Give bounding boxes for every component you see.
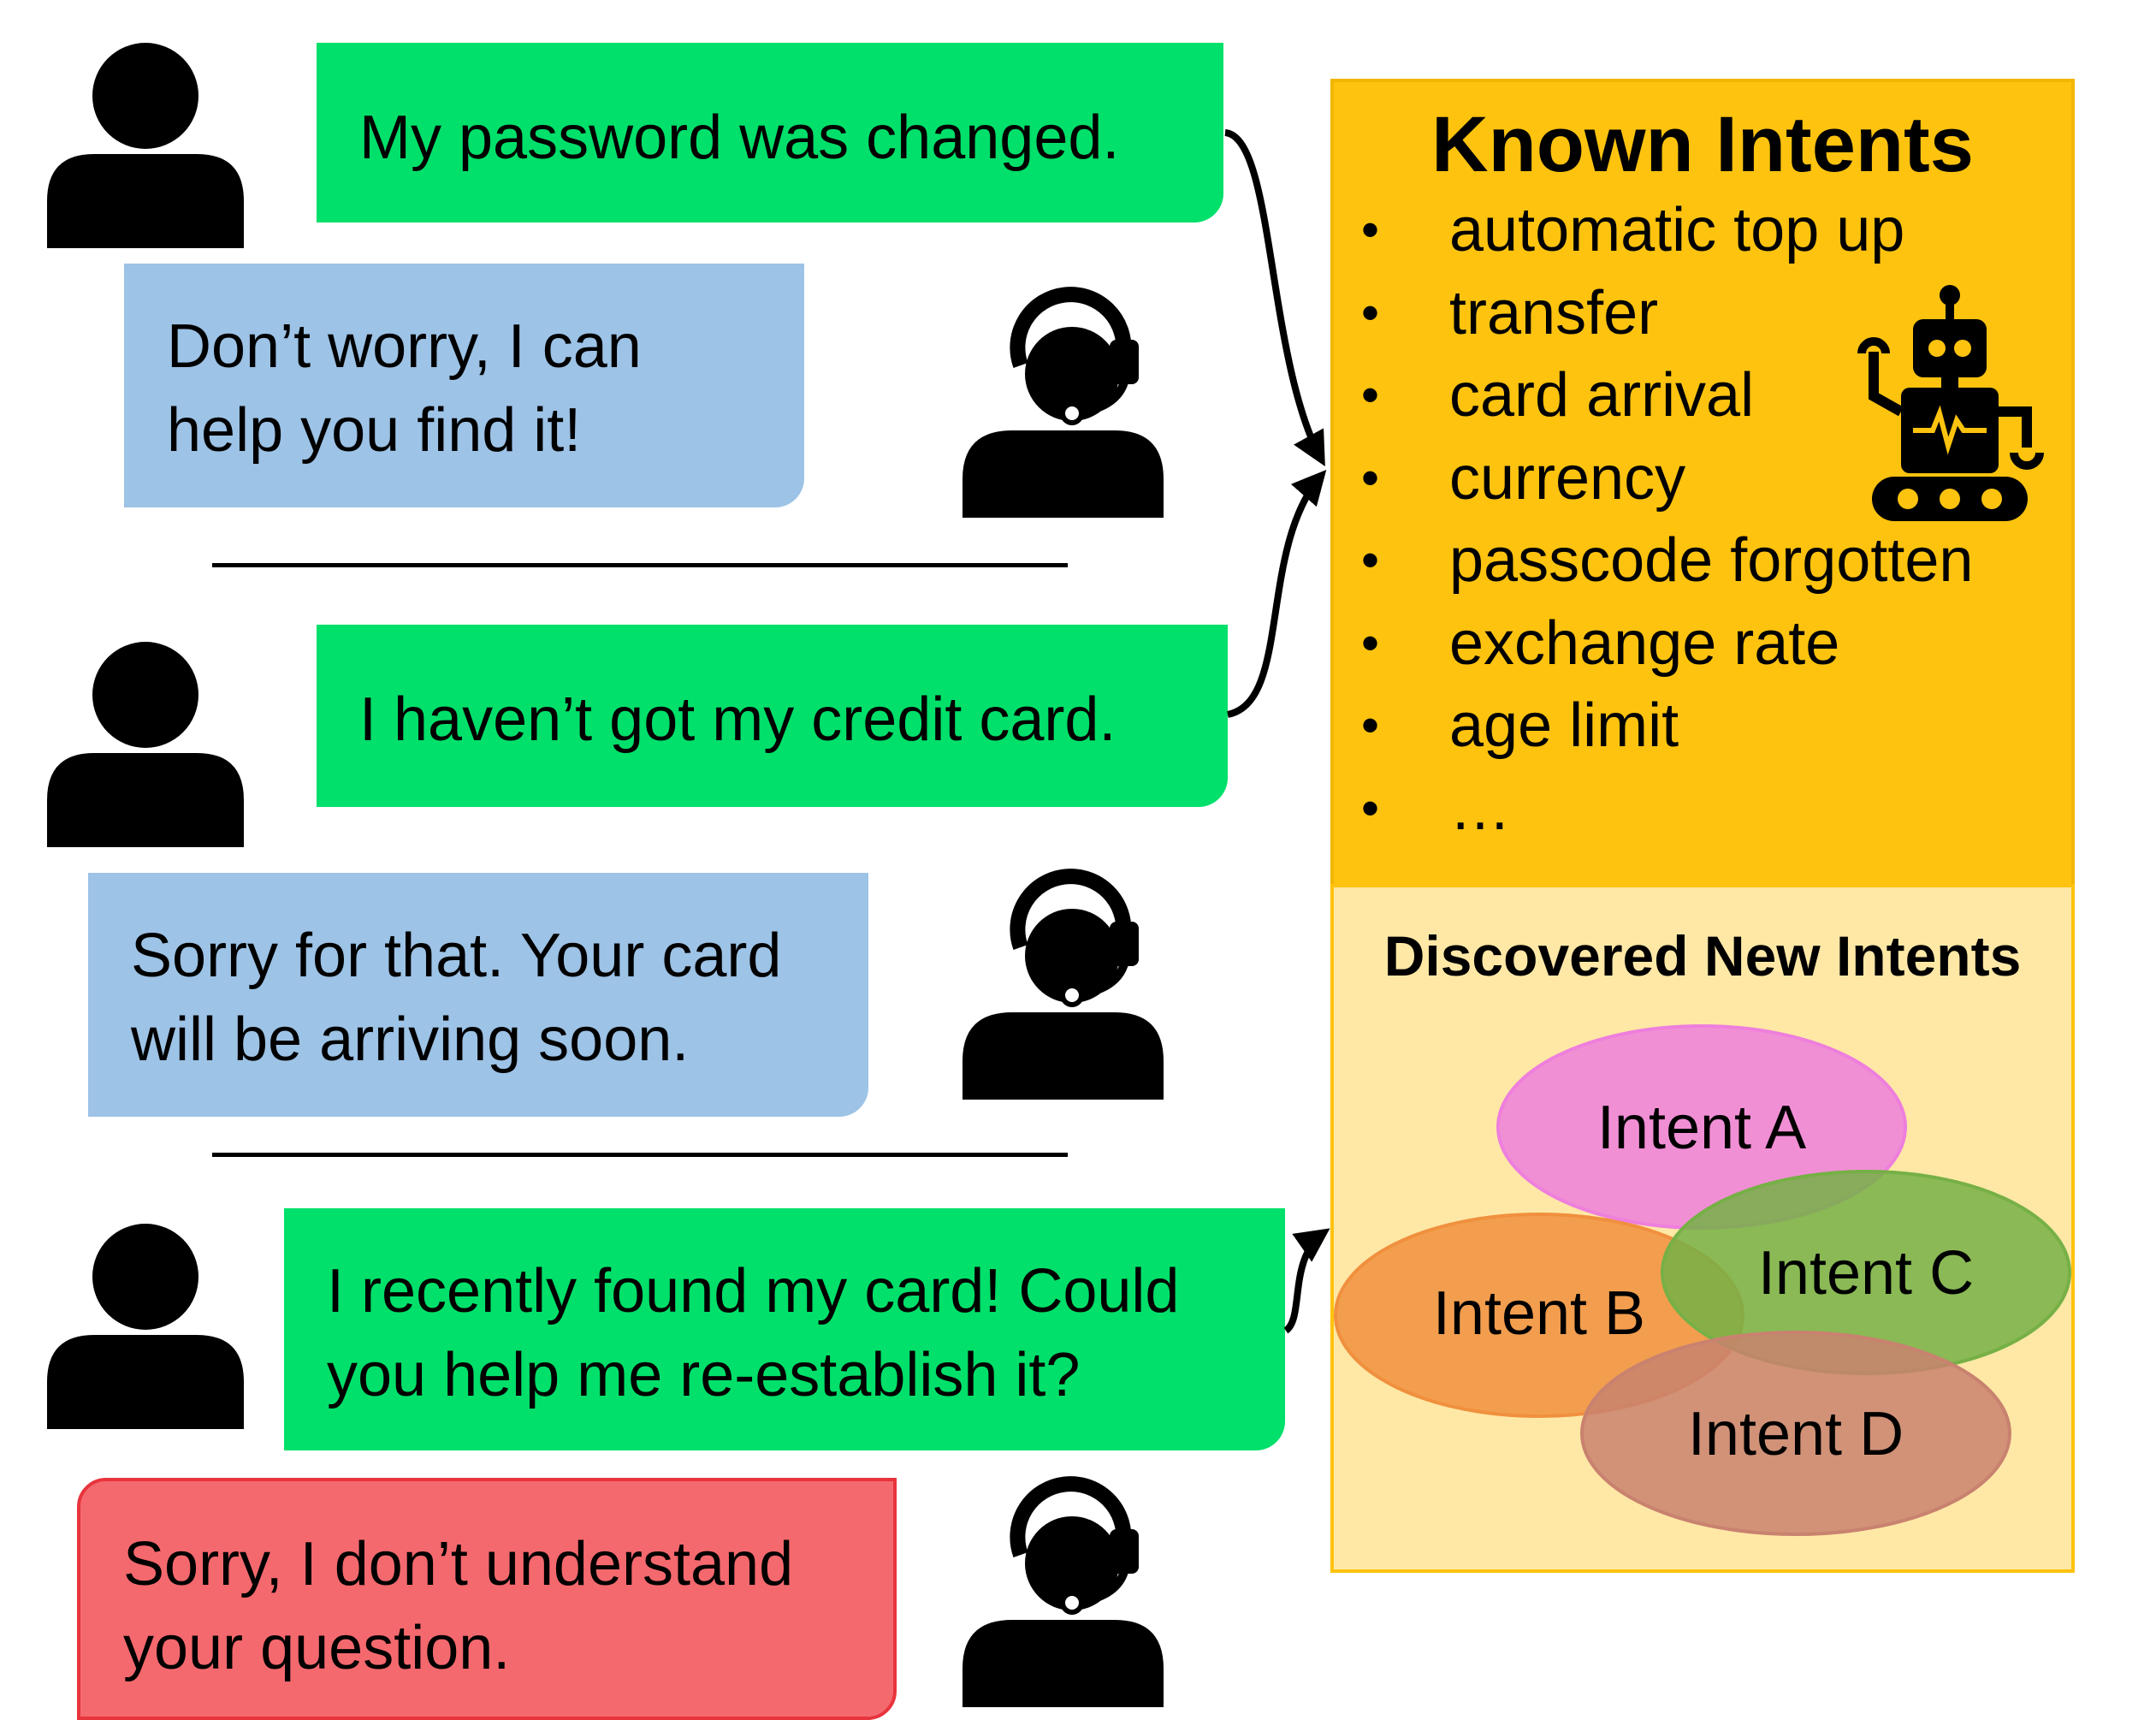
bullet: • [1361,201,1380,258]
dialog-divider [212,1153,1068,1157]
arrow-icon [1283,1228,1330,1334]
reply-text-line: Sorry for that. Your card [131,922,782,990]
bullet: • [1361,779,1380,837]
bullet: • [1361,283,1380,341]
known-intent-label: passcode forgotten [1449,526,1974,595]
known-intent-label: card arrival [1449,361,1755,430]
intent-cluster-label: Intent C [1758,1239,1974,1308]
known-intent-label: age limit [1449,691,1679,760]
intent-cluster-label: Intent B [1433,1279,1645,1348]
dialog-divider [212,563,1068,567]
known-intent-label: exchange rate [1449,608,1840,678]
bullet: • [1361,448,1380,507]
robot-icon [1851,283,2048,523]
bullet: • [1361,531,1380,589]
known-intent-label: automatic top up [1449,196,1905,264]
known-intent-label: … [1449,774,1511,843]
known-intents-title: Known Intents [1431,101,1974,188]
new-intents-title: Discovered New Intents [1383,924,2022,988]
known-intent-label: currency [1449,443,1686,513]
bullet: • [1361,366,1380,424]
message-text: I haven’t got my credit card. [359,685,1116,754]
bullet: • [1361,614,1380,672]
user-message-bubble: I haven’t got my credit card. [317,625,1228,807]
agent-reply-bubble: Don’t worry, I can help you find it! [124,264,804,507]
reply-text-line: your question. [123,1614,511,1682]
intent-cluster-label: Intent D [1688,1400,1904,1468]
support-agent-headset-icon [962,1476,1164,1707]
reply-text-line: will be arriving soon. [131,1005,690,1074]
reply-text-line: Don’t worry, I can [167,312,642,381]
bullet: • [1361,697,1380,754]
message-text: My password was changed. [359,104,1120,172]
arrow-icon [1224,129,1325,467]
message-text-line: I recently found my card! Could [327,1257,1180,1326]
user-message-bubble: I recently found my card! Could you help… [284,1208,1285,1450]
failed-reply-bubble: Sorry, I don’t understand your question. [77,1478,897,1720]
known-intents-panel: Known Intents • automatic top up • transfer… [1330,79,2075,887]
user-message-bubble: My password was changed. [317,43,1223,222]
intent-cluster-ellipse [1580,1331,2011,1536]
user-icon [47,43,244,248]
reply-text-line: help you find it! [167,396,582,465]
intent-cluster-label: Intent A [1597,1094,1806,1162]
reply-text-line: Sorry, I don’t understand [123,1530,794,1598]
known-intent-label: transfer [1449,278,1659,347]
arrow-icon [1226,469,1327,718]
message-text-line: you help me re-establish it? [327,1341,1081,1409]
user-icon [47,642,244,847]
support-agent-headset-icon [962,287,1164,518]
user-icon [47,1224,244,1429]
support-agent-headset-icon [962,869,1164,1100]
agent-reply-bubble: Sorry for that. Your card will be arrivi… [88,873,868,1117]
intent-clusters: Intent A Intent B Intent C Intent D [1334,1024,2071,1536]
